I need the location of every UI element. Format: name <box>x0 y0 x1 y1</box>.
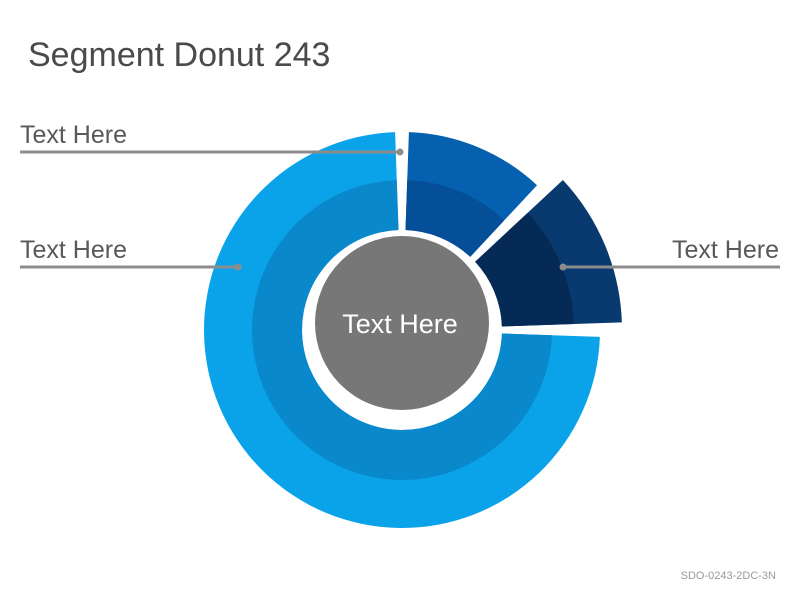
leader-line-top-dot <box>396 148 404 156</box>
segment-right-inner-band <box>475 212 574 327</box>
page-title: Segment Donut 243 <box>28 36 331 74</box>
segment-top-inner-band <box>405 180 505 257</box>
center-circle <box>315 236 489 410</box>
center-label: Text Here <box>342 309 458 339</box>
leader-line-left-dot <box>234 263 242 271</box>
segment-large-inner-band <box>252 180 552 480</box>
leader-line-right-dot <box>559 263 567 271</box>
segment-label-left: Text Here <box>20 236 127 264</box>
footer-code: SDO-0243-2DC-3N <box>680 570 776 582</box>
segment-label-top: Text Here <box>20 121 127 149</box>
segment-label-right: Text Here <box>672 236 779 264</box>
